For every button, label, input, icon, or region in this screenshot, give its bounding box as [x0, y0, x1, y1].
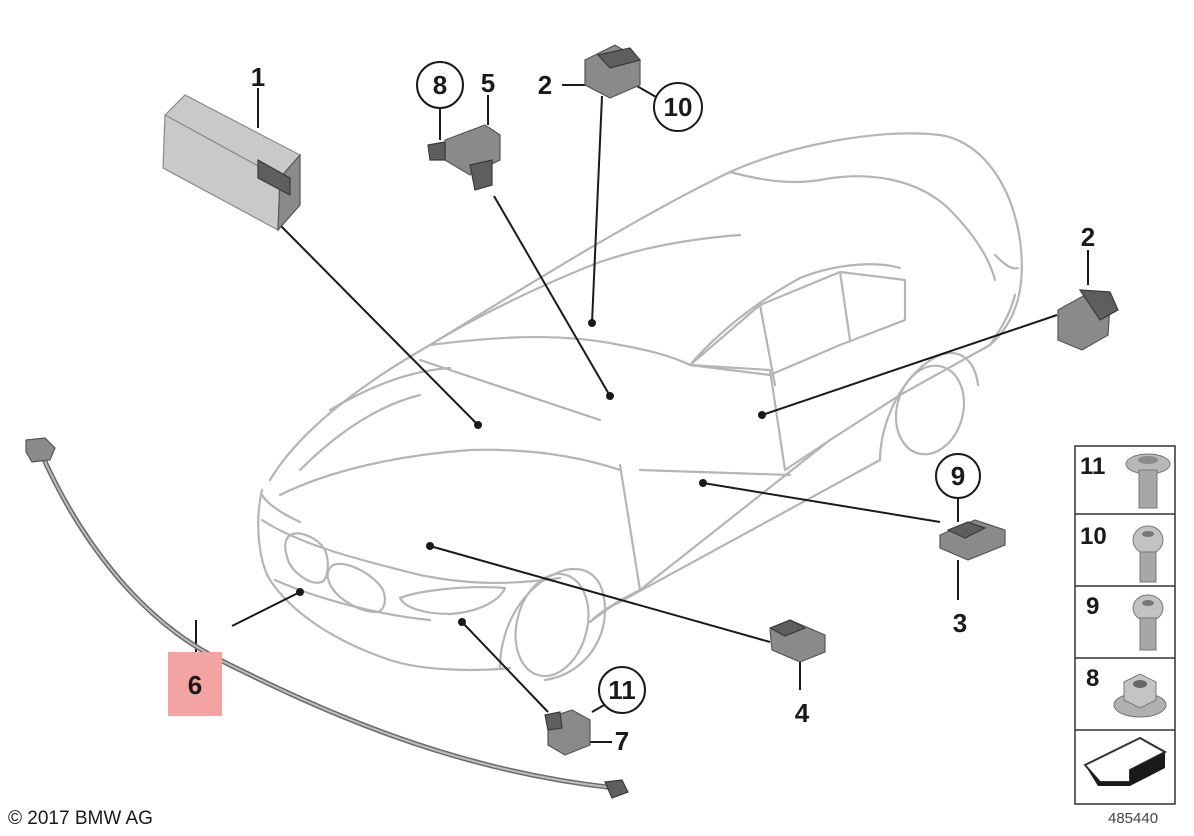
torx-screw-icon — [1132, 525, 1164, 583]
sensor-part-5 — [427, 124, 501, 191]
sensor-part-2-right — [1057, 289, 1119, 351]
callout-2-right: 2 — [1081, 222, 1095, 252]
legend-label-11: 11 — [1080, 453, 1105, 480]
highlight-box-6 — [168, 652, 222, 716]
flange-screw-icon — [1125, 453, 1171, 509]
callout-4: 4 — [795, 698, 810, 728]
callout-circle-10 — [653, 82, 703, 132]
copyright-text: © 2017 BMW AG — [8, 808, 153, 829]
callout-8: 8 — [433, 70, 447, 100]
sensor-cable-part-6 — [25, 437, 629, 799]
control-unit-part — [162, 94, 301, 232]
callout-circle-11 — [598, 666, 646, 714]
callout-6[interactable]: 6 — [188, 670, 202, 700]
callout-10: 10 — [664, 92, 693, 122]
callout-5: 5 — [481, 68, 495, 98]
screw-icon — [1132, 594, 1164, 651]
car-outline — [257, 132, 1023, 682]
sensor-part-3 — [939, 519, 1006, 561]
callout-11: 11 — [608, 675, 636, 705]
callout-9: 9 — [951, 461, 965, 491]
legend-label-9: 9 — [1086, 593, 1099, 620]
callout-3: 3 — [953, 608, 967, 638]
hardware-legend: 11 10 9 8 — [1074, 445, 1176, 805]
sensor-part-2-top — [584, 44, 642, 99]
callout-circle-9 — [935, 453, 981, 499]
sensor-part-7 — [544, 709, 591, 756]
sensor-part-4 — [768, 619, 826, 663]
hex-nut-icon — [1113, 673, 1167, 718]
legend-label-8: 8 — [1086, 665, 1099, 692]
callout-1: 1 — [251, 62, 265, 92]
callout-2-top: 2 — [538, 70, 552, 100]
diagram-number: 485440 — [1108, 810, 1159, 827]
callouts: 1 8 5 2 10 2 9 3 4 11 7 6 — [168, 61, 1095, 756]
forward-arrow-icon — [1083, 736, 1168, 786]
legend-label-10: 10 — [1080, 523, 1107, 550]
callout-circle-8 — [416, 61, 464, 109]
callout-7: 7 — [615, 726, 629, 756]
